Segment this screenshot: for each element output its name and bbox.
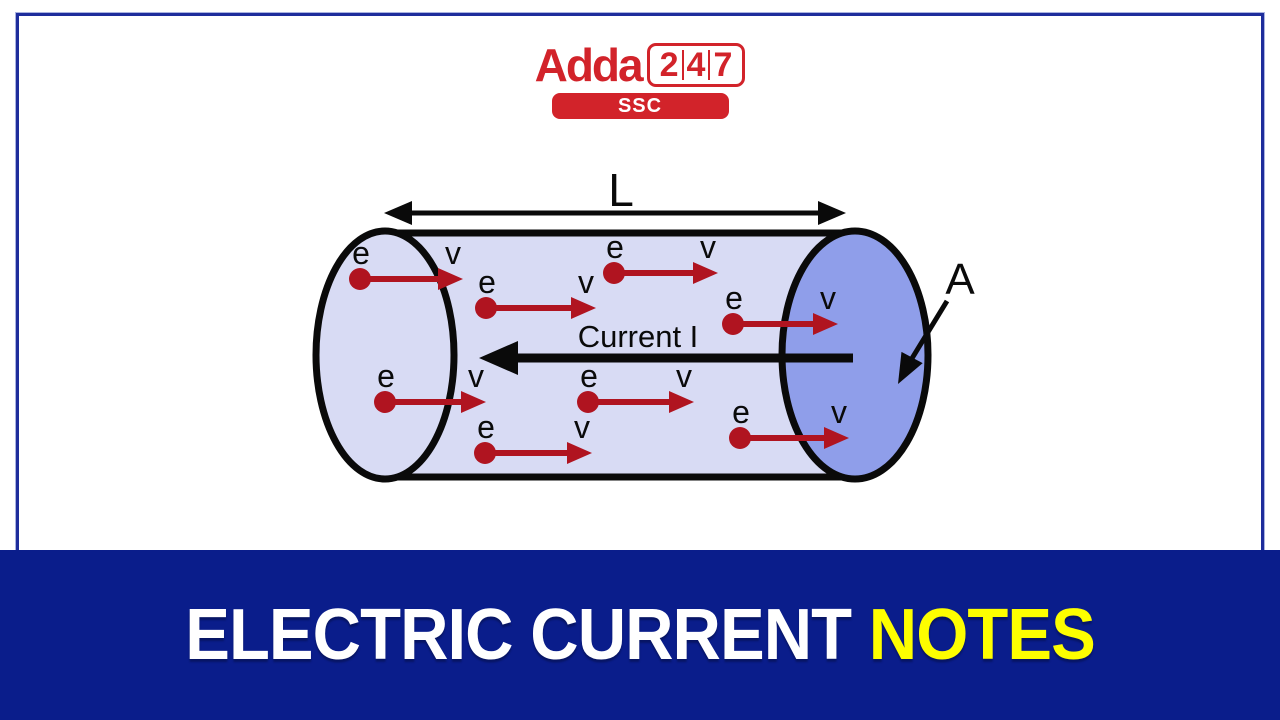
length-arrow-left-head — [384, 201, 412, 225]
logo-digit: 7 — [713, 46, 733, 84]
logo-digit: 4 — [686, 46, 706, 84]
logo-ssc-label: SSC — [617, 95, 663, 117]
velocity-label: v — [676, 358, 692, 394]
velocity-arrow-head — [824, 427, 849, 449]
electron-label: e — [478, 264, 496, 300]
title-banner: ELECTRIC CURRENT NOTES — [0, 550, 1280, 720]
electron-dot — [577, 391, 599, 413]
velocity-label: v — [574, 409, 590, 445]
velocity-arrow-head — [693, 262, 718, 284]
velocity-label: v — [578, 264, 594, 300]
electron-dot — [603, 262, 625, 284]
electron-dot — [474, 442, 496, 464]
electron-label: e — [580, 358, 598, 394]
velocity-arrow-head — [567, 442, 592, 464]
area-pointer-head-shape — [898, 351, 923, 384]
electron-label: e — [732, 394, 750, 430]
area-label: A — [945, 255, 975, 304]
area-annotation: A — [898, 255, 975, 384]
length-label: L — [608, 164, 634, 216]
logo-wordmark: Adda 2 4 7 — [535, 42, 746, 88]
velocity-label: v — [820, 280, 836, 316]
electron-label: e — [352, 235, 370, 271]
logo-number-box: 2 4 7 — [646, 43, 746, 87]
logo-digit: 2 — [659, 46, 679, 84]
velocity-label: v — [468, 358, 484, 394]
current-label: Current I — [578, 319, 699, 354]
logo-ssc-badge: SSC — [551, 93, 729, 119]
velocity-label: v — [700, 229, 716, 265]
velocity-arrow-head — [571, 297, 596, 319]
current-arrow-head — [479, 341, 518, 375]
electron-label: e — [477, 409, 495, 445]
velocity-label: v — [445, 235, 461, 271]
electron-label: e — [377, 358, 395, 394]
banner-title-accent: NOTES — [868, 595, 1096, 675]
electron-dot — [374, 391, 396, 413]
adda247-logo: Adda 2 4 7 SSC — [0, 42, 1280, 119]
current-annotation: Current I — [479, 319, 853, 375]
electron-dot — [722, 313, 744, 335]
area-pointer-head — [898, 351, 923, 384]
electron-dot — [729, 427, 751, 449]
length-dimension: L — [384, 164, 846, 225]
velocity-arrow-head — [461, 391, 486, 413]
velocity-arrow-head — [438, 268, 463, 290]
banner-title: ELECTRIC CURRENT NOTES — [185, 599, 1096, 671]
electron-label: e — [725, 280, 743, 316]
electron-label: e — [606, 229, 624, 265]
logo-brand-text: Adda — [534, 39, 644, 91]
electron-dot — [475, 297, 497, 319]
velocity-arrow-head — [669, 391, 694, 413]
digit-divider — [708, 50, 711, 80]
electron-dot — [349, 268, 371, 290]
banner-title-main: ELECTRIC CURRENT — [185, 595, 852, 675]
velocity-arrow-head — [813, 313, 838, 335]
velocity-label: v — [831, 394, 847, 430]
digit-divider — [681, 50, 684, 80]
length-arrow-right-head — [818, 201, 846, 225]
cylinder-back-face — [312, 227, 458, 483]
area-pointer-line — [908, 299, 950, 362]
